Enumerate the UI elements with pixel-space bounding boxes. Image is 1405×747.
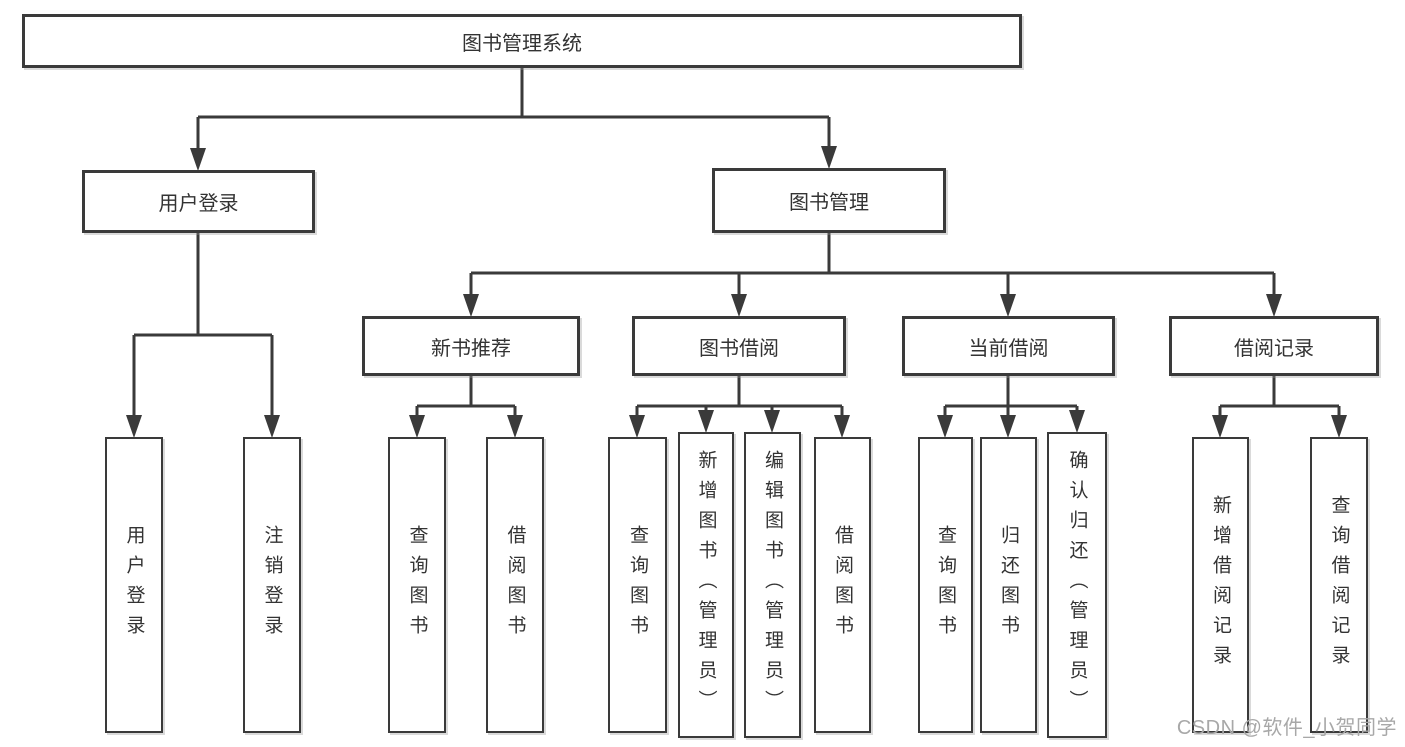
leaf-add-books-admin: 新增图书（管理员） [678,432,734,738]
node-user-login: 用户登录 [82,170,315,233]
leaf-search-books-borrowing: 查询图书 [608,437,667,733]
leaf-borrow-books-recommend: 借阅图书 [486,437,544,733]
leaf-return-books: 归还图书 [980,437,1037,733]
node-book-management: 图书管理 [712,168,946,233]
leaf-edit-books-admin: 编辑图书（管理员） [744,432,801,738]
csdn-watermark: CSDN @软件_小贺同学 [1176,717,1397,739]
node-book-borrowing: 图书借阅 [632,316,846,376]
leaf-search-books-recommend: 查询图书 [388,437,446,733]
node-borrowing-records: 借阅记录 [1169,316,1379,376]
leaf-borrow-books-borrowing: 借阅图书 [814,437,871,733]
leaf-add-borrow-record: 新增借阅记录 [1192,437,1249,733]
leaf-search-borrow-record: 查询借阅记录 [1310,437,1368,733]
connector-stems [132,68,1341,417]
leaf-confirm-return-admin: 确认归还（管理员） [1047,432,1107,738]
leaf-logout: 注销登录 [243,437,301,733]
node-new-book-recommendation: 新书推荐 [362,316,580,376]
node-library-system: 图书管理系统 [22,14,1022,68]
leaf-search-books-current: 查询图书 [918,437,973,733]
node-current-borrowing: 当前借阅 [902,316,1115,376]
leaf-user-login: 用户登录 [105,437,163,733]
